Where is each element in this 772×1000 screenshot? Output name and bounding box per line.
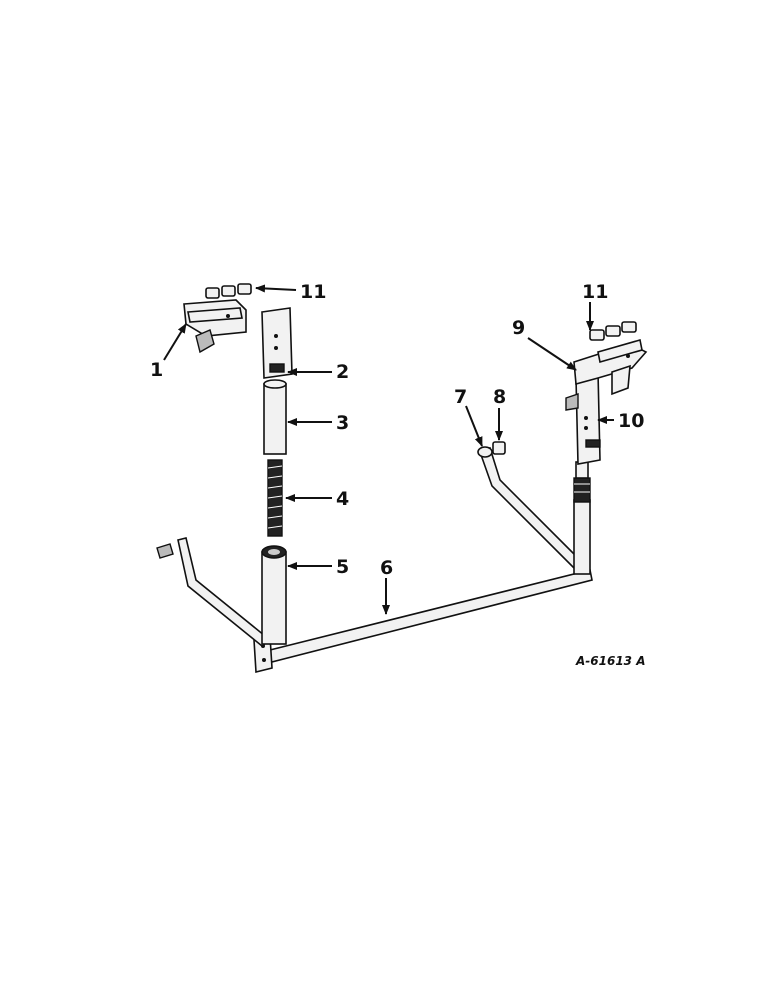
callout-1: 1 [150,359,163,381]
top-bracket-part-1 [183,299,247,354]
callout-6: 6 [380,557,393,579]
callout-5: 5 [336,556,349,578]
right-arm-part-7 [477,446,582,570]
callout-11-left: 11 [300,281,326,303]
callout-9: 9 [512,317,525,339]
callout-3: 3 [336,412,349,434]
spring-part-4 [267,459,283,537]
tube-part-3 [263,379,287,455]
callout-2: 2 [336,361,349,383]
cross-bar-part-6 [253,569,593,674]
callout-11-right: 11 [582,281,608,303]
left-arm [156,537,272,648]
upright-bracket-part-2 [261,307,293,379]
upright-bracket-part-10 [565,370,601,465]
bushings-part-11-right [589,321,637,341]
callout-7: 7 [454,386,467,408]
top-bracket-part-9 [573,338,648,396]
callout-4: 4 [336,488,349,510]
pin-part-8 [492,441,506,455]
leader-lines [163,284,614,615]
reference-code: A-61613 A [575,654,645,668]
tube-part-5 [261,545,287,645]
bushings-part-11-left [205,283,252,299]
callout-8: 8 [493,386,506,408]
callout-10: 10 [618,410,644,432]
right-post [573,461,591,575]
